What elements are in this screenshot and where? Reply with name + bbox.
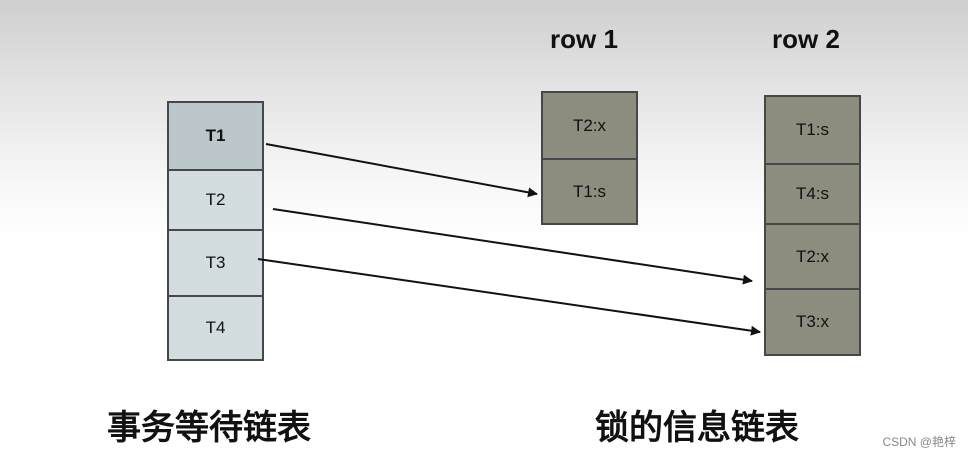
transaction-cell-t1: T1 [169, 103, 262, 169]
row-1-lock-list: T2:x T1:s [541, 91, 638, 225]
arrow-t3-to-row2-t3x [257, 258, 761, 336]
row-1-lock-entry: T2:x [543, 93, 636, 158]
arrow-t2-to-row2-t2x [272, 208, 753, 285]
row-2-lock-entry: T3:x [766, 290, 859, 354]
row-2-header: row 2 [772, 24, 840, 54]
transaction-cell-t3: T3 [169, 231, 262, 295]
row-1-header: row 1 [550, 24, 618, 54]
row-2-lock-entry: T2:x [766, 225, 859, 288]
lock-divider [543, 158, 636, 160]
row-1-lock-entry: T1:s [543, 160, 636, 223]
transaction-divider [169, 229, 262, 231]
row-2-lock-list: T1:s T4:s T2:x T3:x [764, 95, 861, 356]
watermark: CSDN @艳梓 [882, 435, 956, 449]
lock-divider [766, 288, 859, 290]
lock-divider [766, 223, 859, 225]
transaction-wait-list: T1 T2 T3 T4 [167, 101, 264, 361]
lock-list-caption: 锁的信息链表 [595, 408, 799, 448]
transaction-cell-t2: T2 [169, 171, 262, 229]
transaction-cell-t4: T4 [169, 297, 262, 359]
lock-divider [766, 163, 859, 165]
row-2-lock-entry: T4:s [766, 165, 859, 223]
transaction-divider [169, 295, 262, 297]
arrow-t1-to-row1-t1s [265, 143, 538, 198]
transaction-list-caption: 事务等待链表 [107, 408, 311, 448]
transaction-divider [169, 169, 262, 171]
row-2-lock-entry: T1:s [766, 97, 859, 163]
